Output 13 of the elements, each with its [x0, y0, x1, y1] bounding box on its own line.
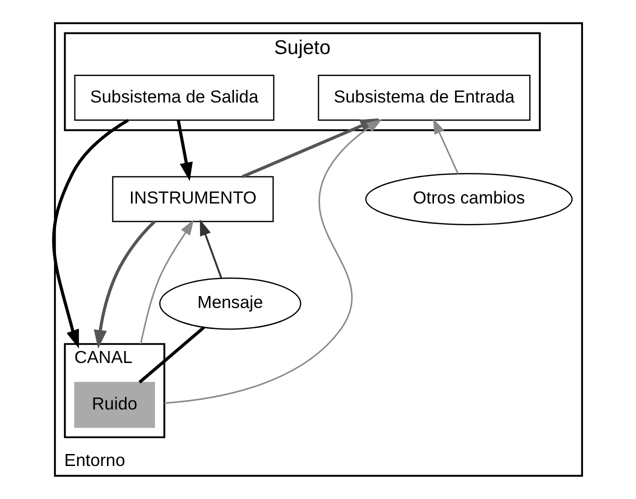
- node-box: INSTRUMENTO: [112, 176, 274, 222]
- node-box: Ruido: [74, 382, 154, 428]
- node-ellipse: Otros cambios: [364, 173, 572, 226]
- node-ellipse: Mensaje: [158, 277, 301, 330]
- arrow: [176, 120, 192, 182]
- node-box: Subsistema de Salida: [74, 74, 274, 121]
- arrow: [52, 118, 128, 348]
- arrow: [139, 220, 194, 344]
- connector: [138, 326, 204, 384]
- node-box: Subsistema de Entrada: [317, 74, 530, 121]
- arrow: [432, 118, 458, 174]
- arrow: [93, 220, 156, 349]
- arrow: [199, 219, 222, 279]
